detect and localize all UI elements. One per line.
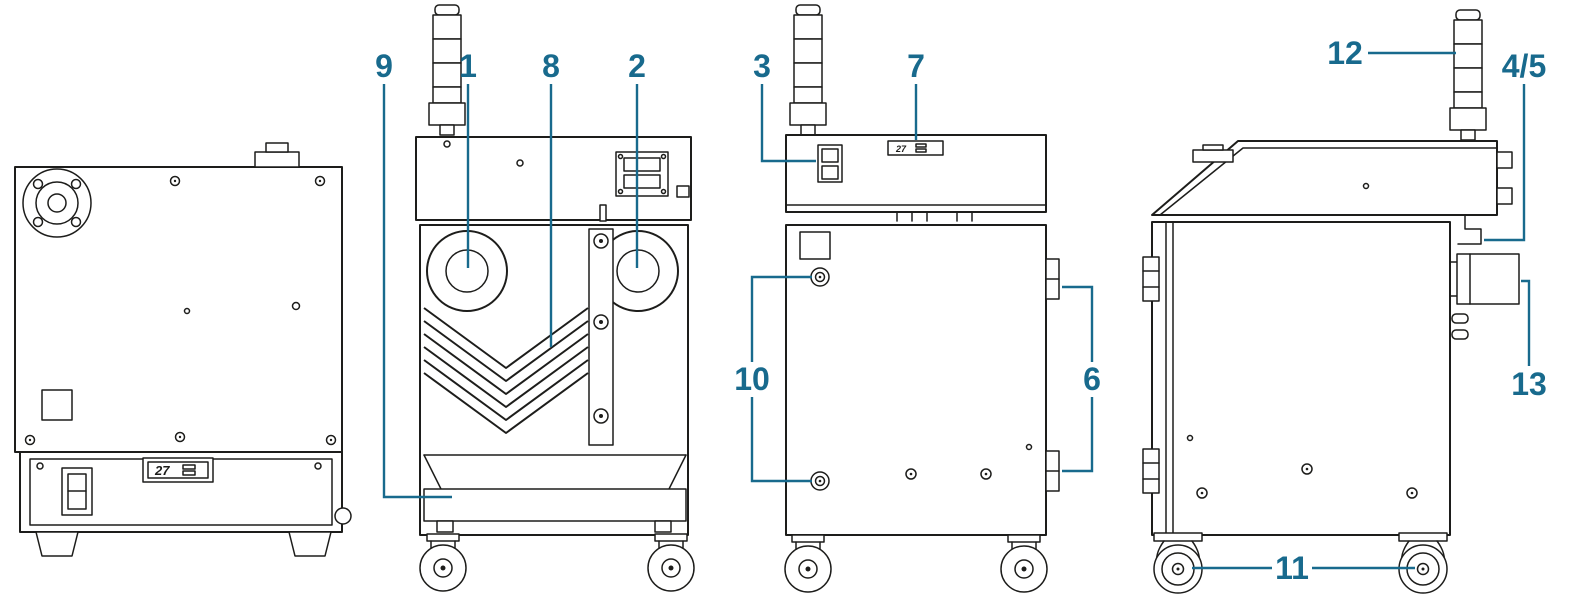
callout-1: 1 xyxy=(459,48,477,84)
view-side-right xyxy=(1142,9,1520,594)
leader-10 xyxy=(750,275,812,483)
leader-6 xyxy=(1062,285,1094,473)
service-plate xyxy=(799,231,831,260)
exhaust-flange xyxy=(22,168,92,238)
callout-9: 9 xyxy=(375,48,393,84)
callout-7: 7 xyxy=(907,48,925,84)
rear-ports xyxy=(1496,151,1513,205)
screws xyxy=(24,175,337,470)
caster xyxy=(419,533,467,592)
callout-3: 3 xyxy=(753,48,771,84)
top-fitting-knob xyxy=(265,142,289,153)
view-back: 27 xyxy=(14,142,352,557)
door-hinges xyxy=(1045,258,1060,492)
view-side-left: 27 xyxy=(784,4,1060,593)
bolt xyxy=(1451,329,1469,340)
callout-6: 6 xyxy=(1083,361,1101,397)
top-fitting xyxy=(254,151,300,168)
foot xyxy=(35,531,79,557)
control-box xyxy=(1449,253,1520,305)
caster xyxy=(1000,534,1048,593)
leader-4-5 xyxy=(1484,84,1526,242)
main-switch xyxy=(817,144,843,183)
leader-13 xyxy=(1521,279,1531,366)
bolt xyxy=(1451,313,1469,324)
foot xyxy=(288,531,332,557)
brand-mark: 27 xyxy=(895,144,907,154)
callout-10: 10 xyxy=(734,361,770,397)
dust-drawer xyxy=(423,454,687,533)
callout-leaders xyxy=(382,51,1531,570)
callout-13: 13 xyxy=(1511,366,1547,402)
drain-knob xyxy=(334,507,352,525)
leader-9 xyxy=(382,84,452,499)
callout-8: 8 xyxy=(542,48,560,84)
caster xyxy=(1153,532,1203,594)
latch xyxy=(1192,144,1234,163)
view-front xyxy=(415,4,695,592)
callout-12: 12 xyxy=(1327,35,1363,71)
step-bracket xyxy=(1457,214,1482,245)
power-switch-back xyxy=(61,467,93,516)
caster xyxy=(784,534,832,593)
callout-4-5: 4/5 xyxy=(1502,48,1546,84)
rating-plate-side: 27 xyxy=(887,140,944,156)
signal-tower xyxy=(1449,9,1487,141)
rating-plate-back: 27 xyxy=(142,457,214,483)
caster xyxy=(647,533,695,592)
caster xyxy=(1398,532,1448,594)
side-rail xyxy=(588,228,614,446)
door-hinges-right-view xyxy=(1142,256,1160,494)
leader-3 xyxy=(760,84,816,163)
signal-tower xyxy=(789,4,827,136)
callout-2: 2 xyxy=(628,48,646,84)
callout-numbers: 9 1 8 2 3 7 10 6 12 4/5 13 11 xyxy=(375,35,1547,586)
callout-11: 11 xyxy=(1275,550,1309,586)
hinge-bracket-top xyxy=(615,151,669,197)
access-plate xyxy=(41,389,73,421)
brand-mark: 27 xyxy=(154,463,170,478)
v-filter xyxy=(423,307,589,434)
